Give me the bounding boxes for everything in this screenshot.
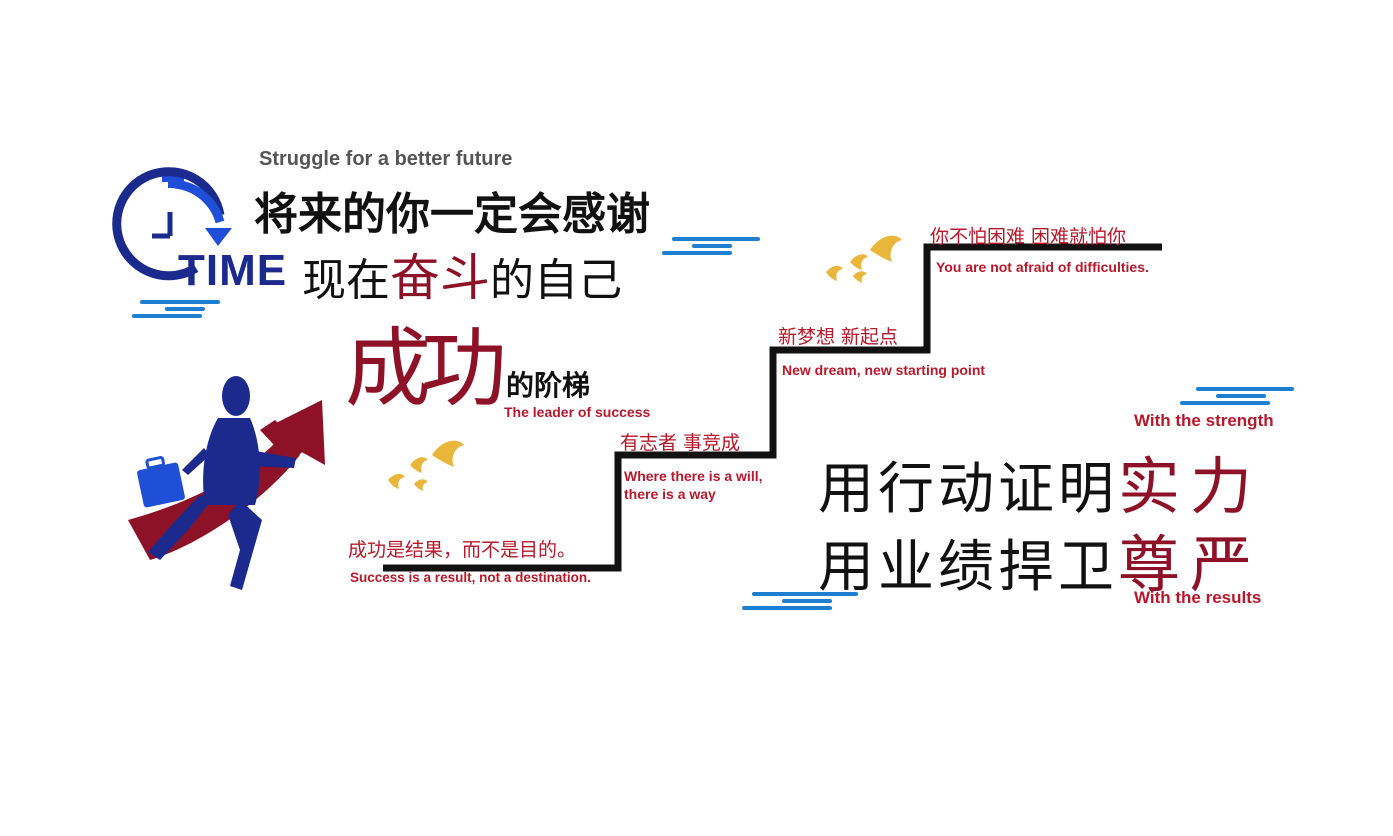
briefcase-icon	[137, 456, 185, 508]
slogan-line2-pre: 用业绩捍卫	[818, 535, 1118, 600]
step1-en: Success is a result, not a destination.	[350, 570, 591, 585]
headline-line1: 将来的你一定会感谢	[254, 189, 650, 240]
slogan-top-en: With the strength	[1134, 411, 1274, 430]
step4-cn: 你不怕困难 困难就怕你	[930, 226, 1127, 248]
step3-cn: 新梦想 新起点	[778, 326, 899, 348]
success-suffix: 的阶梯	[506, 369, 591, 402]
success-en: The leader of success	[504, 404, 651, 420]
step2-cn: 有志者 事竞成	[620, 432, 741, 454]
step1-cn: 成功是结果，而不是目的。	[348, 539, 577, 561]
slogan-line1: 用行动证明实力	[818, 436, 1262, 526]
step3-en: New dream, new starting point	[782, 362, 986, 378]
step4-en: You are not afraid of difficulties.	[936, 259, 1149, 275]
slogan-line1-pre: 用行动证明	[818, 457, 1118, 522]
staircase-line	[383, 243, 1162, 572]
subtitle-en: Struggle for a better future	[259, 148, 513, 170]
headline-line2-post: 的自己	[490, 255, 622, 306]
headline-line2: 现在奋斗的自己	[302, 238, 622, 310]
headline-line2-emph: 奋斗	[390, 249, 490, 307]
step2-en-line2: there is a way	[624, 486, 716, 502]
cloud-icon	[132, 237, 1294, 610]
success-big: 成功	[345, 319, 507, 419]
businessman-icon	[148, 376, 296, 590]
step2-en-line1: Where there is a will,	[624, 468, 763, 484]
headline-line2-pre: 现在	[302, 255, 390, 306]
slogan-bottom-en: With the results	[1134, 588, 1262, 607]
slogan-line2: 用业绩捍卫尊严	[818, 514, 1262, 604]
slogan-line1-emph: 实力	[1118, 450, 1263, 523]
bird-icon	[388, 235, 902, 491]
stopwatch-icon	[112, 167, 232, 281]
time-word: TIME	[178, 246, 288, 295]
slogan-line2-emph: 尊严	[1118, 528, 1263, 601]
